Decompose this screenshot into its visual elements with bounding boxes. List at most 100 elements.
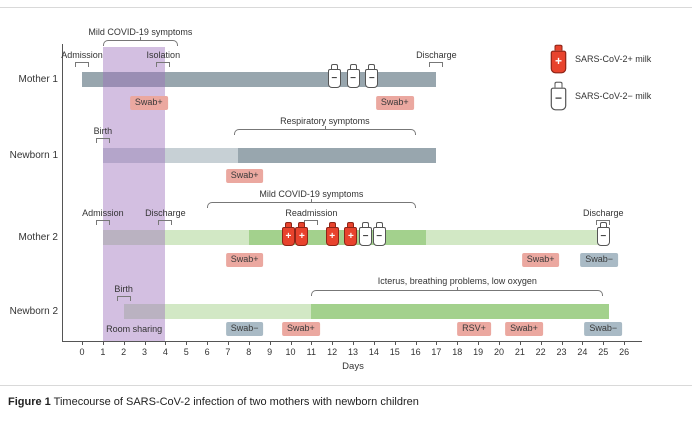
swab-badge-negative: Swab− (580, 253, 618, 267)
bottle-body: − (327, 69, 341, 88)
caption-prefix: Figure 1 (8, 396, 51, 408)
bottle-body: − (346, 69, 360, 88)
bottle-cap (599, 222, 607, 227)
swab-badge-negative: Swab− (225, 322, 264, 336)
x-tick (165, 342, 167, 345)
point-label: Admission (82, 208, 124, 218)
brace-icon (234, 126, 416, 135)
milk-bottle-negative-icon: − (358, 222, 373, 246)
swab-badge-positive: RSV+ (457, 322, 491, 336)
bottle-cap (368, 64, 376, 69)
x-tick (82, 342, 83, 345)
x-tick-label: 26 (619, 347, 630, 357)
x-tick (373, 342, 375, 345)
x-tick (311, 342, 313, 345)
x-tick (561, 342, 563, 345)
legend: + SARS-CoV-2+ milk − SARS-CoV-2− milk (550, 44, 652, 111)
bottle-cap (362, 222, 370, 227)
x-tick-label: 12 (327, 347, 338, 357)
swab-badge-positive: Swab+ (375, 96, 414, 110)
x-tick-label: 14 (368, 347, 379, 357)
bottle-sign: − (362, 230, 369, 242)
point-label: Admission (61, 50, 103, 60)
x-axis (62, 341, 642, 342)
point-bracket-icon (429, 62, 444, 67)
point-bracket-icon (156, 62, 171, 67)
x-tick (102, 342, 104, 345)
row-label: Mother 1 (18, 74, 58, 85)
bottle-cap (554, 81, 563, 88)
point-label: Birth (93, 126, 113, 136)
brace-label: Mild COVID-19 symptoms (88, 27, 193, 37)
bottle-body: + (295, 227, 309, 246)
point-bracket-icon (116, 296, 131, 301)
milk-bottle-positive-icon: + (550, 44, 568, 74)
x-tick (519, 342, 521, 345)
swab-badge-positive: Swab+ (225, 169, 264, 183)
point-bracket-icon (158, 220, 173, 225)
x-tick (457, 342, 459, 345)
row-label: Mother 2 (18, 232, 58, 243)
x-tick-label: 13 (348, 347, 359, 357)
figure-caption: Figure 1 Timecourse of SARS-CoV-2 infect… (8, 396, 419, 408)
x-tick-label: 4 (162, 347, 168, 357)
milk-bottle-negative-icon: − (596, 222, 611, 246)
x-tick-label: 20 (493, 347, 505, 357)
row-label: Newborn 2 (9, 306, 58, 317)
bottle-sign: − (600, 230, 607, 242)
milk-bottle-negative-icon: − (327, 64, 342, 88)
bottom-rule (0, 385, 692, 386)
bottle-cap (554, 44, 563, 51)
x-tick (290, 342, 292, 345)
bottle-sign: + (348, 230, 354, 242)
point-label: Discharge (582, 208, 624, 218)
bottle-sign: + (329, 230, 336, 242)
x-tick-label: 9 (267, 347, 273, 357)
x-tick-label: 8 (246, 347, 252, 357)
x-axis-title: Days (342, 361, 364, 372)
x-tick (415, 342, 417, 345)
bottle-sign: − (554, 91, 563, 105)
x-tick-label: 7 (225, 347, 231, 357)
x-tick (269, 342, 271, 345)
bottle-cap (298, 222, 306, 227)
x-tick (394, 342, 396, 345)
bottle-cap (375, 222, 383, 227)
x-tick (603, 342, 605, 345)
bottle-body: − (596, 227, 610, 246)
brace-icon (102, 37, 178, 46)
bottle-body: − (372, 227, 386, 246)
swab-badge-positive: Swab+ (521, 253, 560, 267)
point-label: Discharge (416, 50, 457, 60)
bottle-sign: + (554, 54, 563, 68)
bar-segment (311, 304, 610, 319)
x-tick (582, 342, 584, 345)
x-tick-label: 3 (142, 347, 148, 357)
x-tick (207, 342, 209, 345)
bar-segment (238, 148, 437, 163)
legend-item-positive-milk: + SARS-CoV-2+ milk (550, 44, 652, 74)
bottle-sign: − (331, 72, 338, 84)
x-tick-label: 22 (535, 347, 546, 357)
swab-badge-positive: Swab+ (129, 96, 168, 110)
legend-label-positive-milk: SARS-CoV-2+ milk (575, 54, 652, 64)
bottle-cap (347, 222, 355, 227)
x-tick (540, 342, 542, 345)
milk-bottle-positive-icon: + (325, 222, 340, 246)
brace-icon (311, 287, 604, 296)
bottle-sign: − (350, 72, 356, 84)
x-tick (144, 342, 146, 345)
x-tick-label: 24 (577, 347, 588, 357)
swab-badge-positive: Swab+ (225, 253, 264, 267)
bottle-body: + (550, 50, 567, 74)
x-tick-label: 18 (452, 347, 463, 357)
bottle-sign: + (285, 230, 292, 242)
point-bracket-icon (75, 62, 89, 67)
swab-badge-negative: Swab− (584, 322, 623, 336)
x-tick (353, 342, 355, 345)
point-bracket-icon (596, 220, 611, 225)
swab-badge-positive: Swab+ (282, 322, 320, 336)
room-sharing-label: Room sharing (106, 324, 163, 334)
row-label: Newborn 1 (9, 150, 58, 161)
